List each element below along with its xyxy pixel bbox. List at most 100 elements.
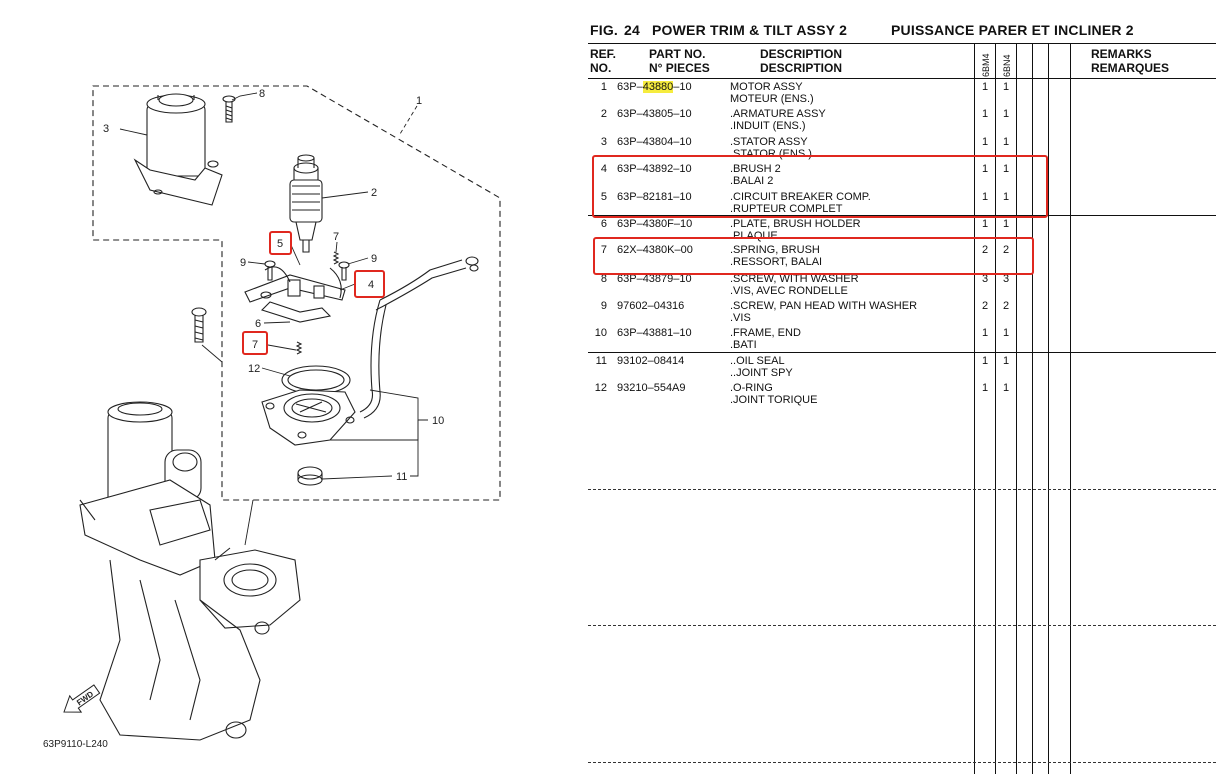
- callout-10: 10: [432, 415, 444, 427]
- header-part: PART NO. N° PIECES: [649, 47, 710, 75]
- callout-7-lower: 7: [252, 339, 258, 351]
- armature-assy-drawing: [289, 154, 323, 253]
- header-desc-en: DESCRIPTION: [760, 47, 843, 61]
- ref-number: 10: [594, 327, 607, 339]
- blank-line-1: [588, 489, 1216, 490]
- group-separator-1: [588, 215, 1216, 216]
- qty-6bn4: 1: [1002, 81, 1010, 93]
- part-number: 63P–43880–10: [617, 81, 692, 93]
- callout-9-left: 9: [240, 257, 246, 269]
- description-en: .SCREW, PAN HEAD WITH WASHER: [730, 300, 918, 312]
- part-number-main: 63P–43879–10: [617, 273, 692, 285]
- description-en: .SCREW, WITH WASHER: [730, 273, 859, 285]
- part-number-main: 63P–82181–10: [617, 191, 692, 203]
- part-number-main: 63P–43805–10: [617, 108, 692, 120]
- qty-6bm4: 3: [981, 273, 989, 285]
- part-number: 63P–43879–10: [617, 273, 692, 285]
- callout-1: 1: [416, 95, 422, 107]
- qty-6bn4: 1: [1002, 136, 1010, 148]
- fwd-arrow: FWD: [63, 684, 101, 713]
- ref-number: 6: [600, 218, 607, 230]
- cable-leads-drawing: [359, 256, 479, 419]
- header-remarks: REMARKS REMARQUES: [1091, 47, 1169, 75]
- screw-8-drawing: [222, 95, 236, 123]
- header-ref-fr: NO.: [590, 61, 612, 75]
- part-number-main: 63P–4380F–10: [617, 218, 693, 230]
- qty-6bm4: 1: [981, 218, 989, 230]
- col-rule-6: [1070, 43, 1071, 774]
- part-number-main: 63P–43881–10: [617, 327, 692, 339]
- assembly-boundary: [92, 85, 501, 501]
- ref-number: 5: [600, 191, 607, 203]
- header-description: DESCRIPTION DESCRIPTION: [760, 47, 842, 75]
- part-number: 93210–554A9: [617, 382, 686, 394]
- header-desc-fr: DESCRIPTION: [760, 61, 843, 75]
- qty-6bn4: 1: [1002, 355, 1010, 367]
- part-number-main: 63P–: [617, 81, 643, 93]
- oil-seal-11-drawing: [297, 466, 323, 486]
- header-top-rule: [588, 43, 1216, 44]
- qty-6bm4: 1: [981, 163, 989, 175]
- part-number-main: 62X–4380K–00: [617, 244, 693, 256]
- qty-6bn4: 1: [1002, 327, 1010, 339]
- callout-12: 12: [248, 363, 260, 375]
- qty-6bm4: 1: [981, 81, 989, 93]
- screw-9-right: [338, 261, 350, 281]
- description-fr: .RESSORT, BALAI: [730, 256, 823, 268]
- col-rule-3: [1016, 43, 1017, 774]
- description-en: .FRAME, END: [730, 327, 801, 339]
- description-fr: .VIS: [730, 312, 751, 324]
- spring-7-upper: [332, 251, 340, 265]
- description-fr: ..JOINT SPY: [730, 367, 793, 379]
- description-en: .BRUSH 2: [730, 163, 781, 175]
- description-fr: .RUPTEUR COMPLET: [730, 203, 843, 215]
- ref-number: 11: [595, 355, 607, 367]
- part-number: 63P–43804–10: [617, 136, 692, 148]
- header-part-fr: N° PIECES: [649, 61, 710, 75]
- qty-6bm4: 2: [981, 244, 989, 256]
- stator-assy-drawing: [133, 93, 223, 206]
- part-number: 63P–4380F–10: [617, 218, 692, 230]
- qty-6bn4: 1: [1002, 382, 1010, 394]
- callout-5: 5: [277, 238, 283, 250]
- qty-6bn4: 1: [1002, 108, 1010, 120]
- ref-number: 1: [600, 81, 607, 93]
- description-fr: .VIS, AVEC RONDELLE: [730, 285, 848, 297]
- qty-6bm4: 1: [981, 136, 989, 148]
- callout-9-right: 9: [371, 253, 377, 265]
- description-en: MOTOR ASSY: [730, 81, 803, 93]
- header-remarks-en: REMARKS: [1091, 47, 1152, 61]
- description-en: .PLATE, BRUSH HOLDER: [730, 218, 861, 230]
- header-part-en: PART NO.: [649, 47, 706, 61]
- description-en: .STATOR ASSY: [730, 136, 808, 148]
- o-ring-12-drawing: [281, 365, 351, 395]
- qty-6bn4: 1: [1002, 163, 1010, 175]
- part-number-suffix: –10: [673, 81, 692, 93]
- tilt-housing-drawing: [79, 401, 301, 741]
- blank-line-3: [588, 762, 1216, 763]
- part-number-main: 93210–554A9: [617, 382, 686, 394]
- qty-6bm4: 1: [981, 355, 989, 367]
- blank-line-2: [588, 625, 1216, 626]
- ref-number: 3: [600, 136, 607, 148]
- screw-9-left: [264, 260, 276, 281]
- col-rule-5: [1048, 43, 1049, 774]
- part-number: 63P–43892–10: [617, 163, 692, 175]
- part-number-main: 97602–04316: [617, 300, 685, 312]
- ref-number: 4: [600, 163, 607, 175]
- qty-6bm4: 1: [981, 327, 989, 339]
- qty-6bm4: 1: [981, 382, 989, 394]
- ref-number: 7: [600, 244, 607, 256]
- callout-leaders: [119, 92, 428, 546]
- callout-7-upper: 7: [333, 231, 339, 243]
- figure-label: FIG.: [590, 22, 619, 38]
- col-rule-1: [974, 43, 975, 774]
- callout-3: 3: [103, 123, 109, 135]
- annotation-box-brush-breaker: [592, 155, 1048, 218]
- description-fr: .STATOR (ENS.): [730, 148, 812, 160]
- part-number-highlighted: 43880: [642, 81, 674, 93]
- qty-6bn4: 2: [1002, 244, 1010, 256]
- description-en: .ARMATURE ASSY: [730, 108, 826, 120]
